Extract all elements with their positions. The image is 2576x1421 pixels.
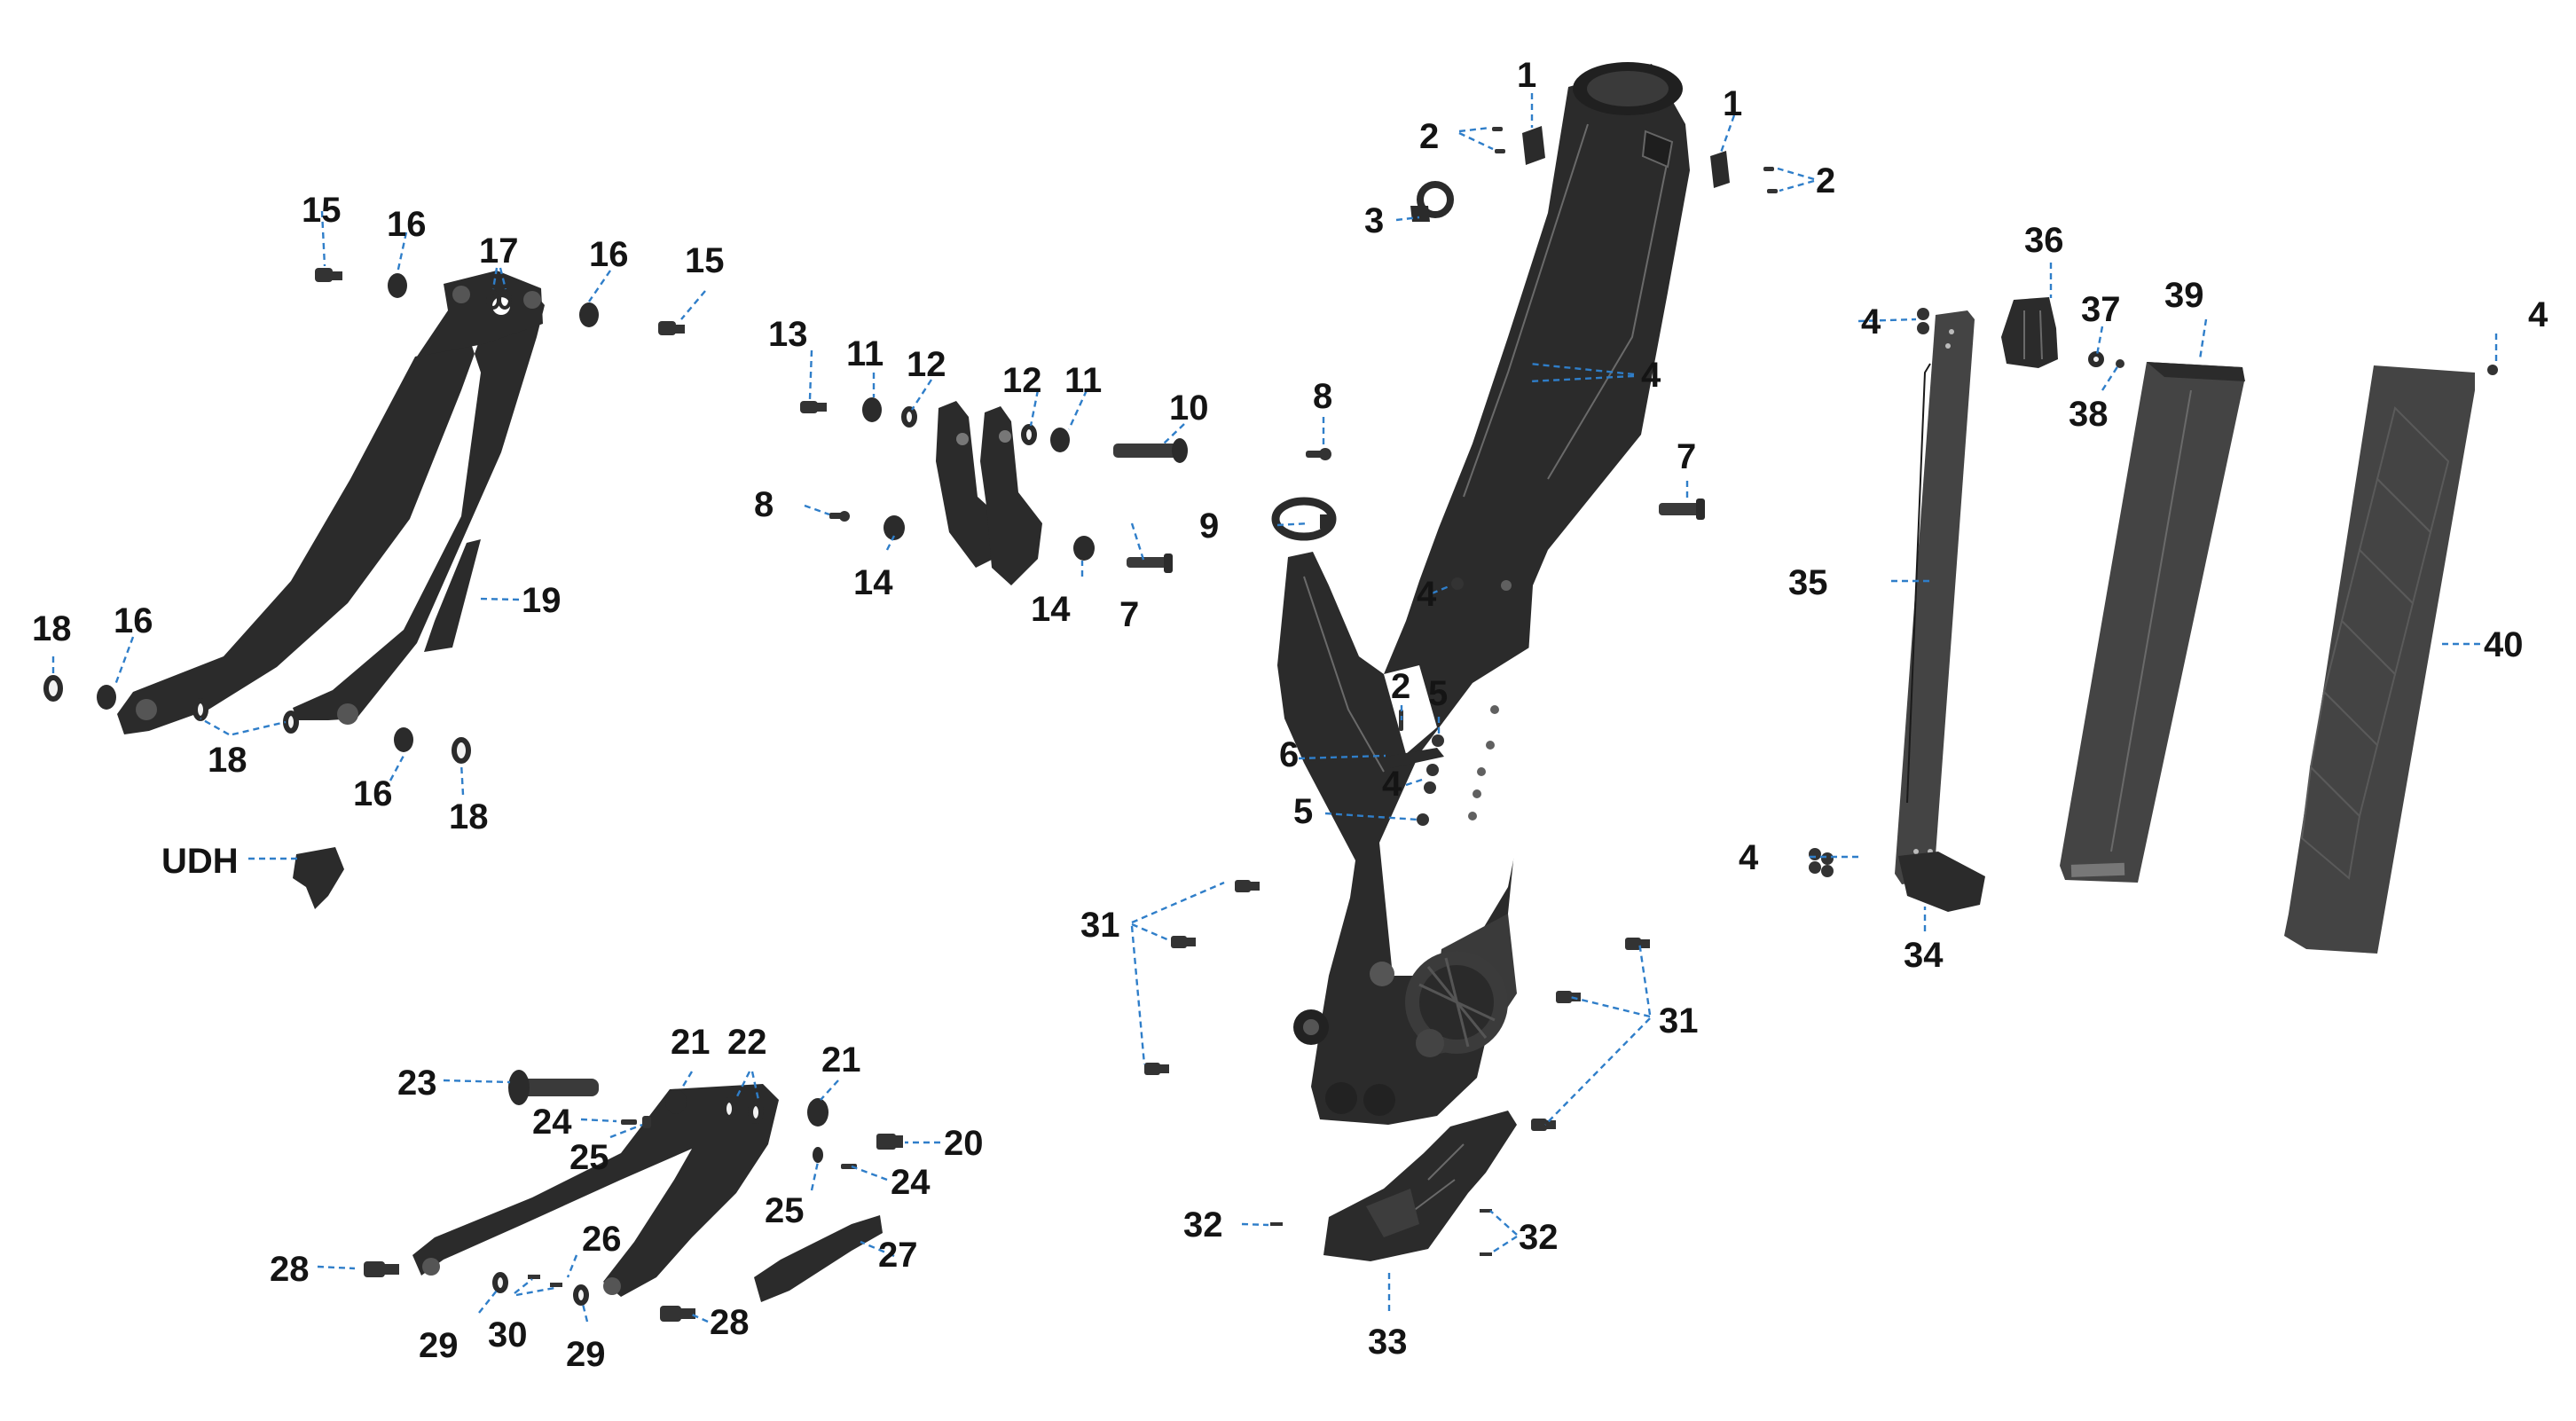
callout-26: 26 [582, 1220, 622, 1259]
callout-4c: 4 [2528, 295, 2549, 334]
callout-udh: UDH [161, 842, 239, 881]
chainstay [364, 1070, 903, 1322]
callout-23: 23 [397, 1064, 437, 1103]
callout-40: 40 [2484, 625, 2524, 664]
callout-33: 33 [1368, 1323, 1408, 1362]
seatstay [117, 271, 545, 734]
battery-rail [1809, 308, 1975, 884]
callout-22: 22 [727, 1023, 767, 1062]
callout-16b: 16 [589, 235, 629, 274]
headset-bearing-left [1522, 126, 1545, 165]
seat-clamp [1271, 497, 1337, 541]
callout-16c: 16 [114, 601, 153, 640]
callout-30: 30 [488, 1315, 528, 1354]
callout-12b: 12 [1002, 361, 1042, 400]
headset-bolts [1492, 127, 1778, 193]
callout-20: 20 [944, 1124, 984, 1163]
callout-14a: 14 [853, 563, 893, 602]
callout-29a: 29 [419, 1326, 459, 1365]
callout-7b: 7 [1119, 595, 1139, 634]
callout-4d: 4 [1417, 575, 1437, 614]
callout-27: 27 [878, 1236, 918, 1275]
callout-21a: 21 [671, 1023, 711, 1062]
callout-11a: 11 [846, 334, 884, 373]
pivot-axle-right [1659, 499, 1705, 520]
callout-2a: 2 [1419, 117, 1439, 156]
callout-1b: 1 [1723, 84, 1742, 123]
seatstay-hardware [43, 268, 685, 909]
main-frame [1277, 62, 1690, 1125]
battery-cover [2284, 365, 2498, 954]
callout-24b: 24 [891, 1163, 931, 1202]
callout-labels: 1 1 2 2 2 3 4 4 4 4 4 4 5 5 6 7 7 8 8 9 … [32, 56, 2549, 1374]
cable-port [1410, 181, 1454, 222]
callout-21b: 21 [821, 1040, 861, 1079]
callout-15a: 15 [302, 191, 342, 230]
callout-31a: 31 [1080, 906, 1120, 945]
callout-10: 10 [1169, 389, 1209, 428]
headset-bearing-right [1710, 151, 1730, 188]
callout-7a: 7 [1677, 437, 1696, 476]
callout-14b: 14 [1031, 590, 1071, 629]
callout-2b: 2 [1816, 161, 1835, 200]
callout-25b: 25 [765, 1191, 805, 1230]
callout-25a: 25 [569, 1138, 609, 1177]
callout-32a: 32 [1183, 1205, 1223, 1244]
callout-17: 17 [479, 232, 519, 271]
callout-5a: 5 [1428, 674, 1448, 713]
callout-18a: 18 [32, 609, 72, 648]
callout-24a: 24 [532, 1103, 572, 1142]
callout-34: 34 [1904, 936, 1944, 975]
callout-8b: 8 [754, 485, 774, 524]
callout-15b: 15 [685, 241, 725, 280]
callout-4a: 4 [1861, 302, 1881, 342]
callout-16a: 16 [387, 205, 427, 244]
callout-11b: 11 [1064, 361, 1102, 400]
callout-37: 37 [2081, 290, 2121, 329]
callout-13: 13 [768, 315, 808, 354]
skid-plate [1270, 1111, 1517, 1261]
callout-12a: 12 [907, 345, 946, 384]
bolt-8-center [1306, 448, 1331, 460]
callout-18c: 18 [449, 797, 489, 836]
callout-2c: 2 [1391, 667, 1410, 706]
motor-bolts [1144, 880, 1650, 1131]
callout-5b: 5 [1293, 792, 1313, 831]
callout-18b: 18 [208, 741, 247, 780]
callout-32b: 32 [1519, 1218, 1559, 1257]
callout-19: 19 [522, 581, 562, 620]
callout-35: 35 [1788, 563, 1828, 602]
callout-9: 9 [1199, 506, 1219, 546]
frame-small-bolts [1386, 577, 1464, 826]
callout-28a: 28 [270, 1250, 310, 1289]
callout-16d: 16 [353, 774, 393, 813]
callout-29b: 29 [566, 1335, 606, 1374]
callout-36: 36 [2024, 221, 2064, 260]
callout-6: 6 [1279, 735, 1299, 774]
rocker-link [800, 397, 1188, 585]
callout-1a: 1 [1517, 56, 1536, 95]
callout-31b: 31 [1659, 1001, 1699, 1040]
callout-28b: 28 [710, 1303, 750, 1342]
callout-3: 3 [1364, 201, 1384, 240]
callout-8a: 8 [1313, 377, 1332, 416]
battery-connector-bottom [1898, 852, 1985, 912]
callout-38: 38 [2069, 395, 2109, 434]
battery-connector-top [2001, 297, 2124, 368]
leader-lines [51, 93, 2498, 1323]
callout-39: 39 [2164, 276, 2204, 315]
callout-4f: 4 [1739, 838, 1759, 877]
callout-4e: 4 [1382, 765, 1402, 804]
battery [2060, 362, 2245, 883]
callout-4b: 4 [1641, 356, 1661, 395]
